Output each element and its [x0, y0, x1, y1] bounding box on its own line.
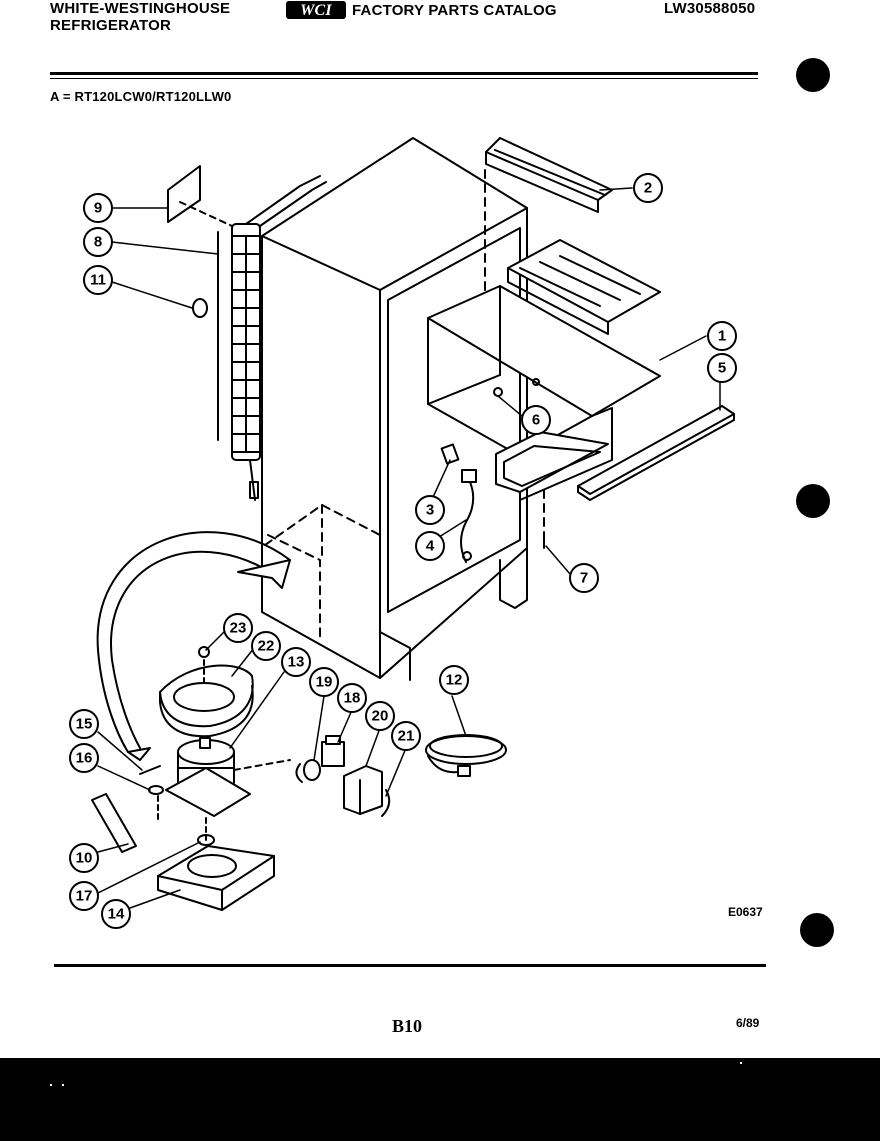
- svg-text:21: 21: [398, 728, 415, 745]
- callout-22[interactable]: 22: [251, 631, 281, 661]
- svg-text:22: 22: [258, 638, 275, 655]
- callout-14[interactable]: 14: [101, 899, 131, 929]
- revision-date: 6/89: [736, 1016, 760, 1030]
- svg-text:12: 12: [446, 672, 463, 689]
- svg-text:4: 4: [426, 538, 435, 555]
- relay-part-18: [321, 735, 345, 767]
- svg-text:23: 23: [230, 620, 247, 637]
- mounting-bar-part-10: [91, 793, 137, 853]
- model-line: A = RT120LCW0/RT120LLW0: [50, 89, 232, 104]
- callout-19[interactable]: 19: [309, 667, 339, 697]
- svg-text:17: 17: [76, 888, 93, 905]
- svg-text:2: 2: [644, 180, 652, 197]
- callout-9[interactable]: 9: [83, 193, 113, 223]
- binder-hole-middle: [796, 484, 830, 518]
- brand-name: WHITE-WESTINGHOUSE REFRIGERATOR: [50, 0, 230, 34]
- svg-text:WCI: WCI: [300, 2, 332, 19]
- header-rule-bottom: [50, 78, 758, 79]
- grommet-plate-part-22: [159, 646, 254, 738]
- base-pan-part-14: [157, 845, 275, 911]
- page-number: B10: [392, 1016, 423, 1036]
- condenser-coil: [217, 175, 327, 501]
- footer-rule: [54, 964, 766, 967]
- capacitor-part-20: [343, 765, 383, 815]
- svg-text:8: 8: [94, 234, 102, 251]
- svg-text:16: 16: [76, 750, 93, 767]
- callout-1[interactable]: 1: [707, 321, 737, 351]
- svg-text:6: 6: [532, 412, 540, 429]
- doc-number: LW30588050: [664, 0, 756, 17]
- hidden-lines: [264, 169, 545, 641]
- bracket-part-9: [167, 165, 233, 227]
- power-cord-part-12: [425, 734, 507, 777]
- callout-18[interactable]: 18: [337, 683, 367, 713]
- svg-text:9: 9: [94, 200, 102, 217]
- svg-text:14: 14: [108, 906, 125, 923]
- callout-5[interactable]: 5: [707, 353, 737, 383]
- shelf-rail-part-5: [577, 405, 735, 501]
- clip-part-15: [139, 765, 161, 775]
- callout-2[interactable]: 2: [633, 173, 663, 203]
- header-rule-top: [50, 72, 758, 75]
- wire-part-21: [381, 789, 391, 817]
- callout-23[interactable]: 23: [223, 613, 253, 643]
- svg-text:5: 5: [718, 360, 726, 377]
- freezer-evaporator: [427, 239, 661, 501]
- compressor-part-13: [157, 737, 291, 841]
- binder-hole-top: [796, 58, 830, 92]
- callout-17[interactable]: 17: [69, 881, 99, 911]
- svg-text:1: 1: [718, 328, 726, 345]
- svg-text:3: 3: [426, 502, 434, 519]
- callout-8[interactable]: 8: [83, 227, 113, 257]
- svg-text:15: 15: [76, 716, 93, 733]
- svg-text:13: 13: [288, 654, 305, 671]
- callout-7[interactable]: 7: [569, 563, 599, 593]
- callout-12[interactable]: 12: [439, 665, 469, 695]
- callout-13[interactable]: 13: [281, 647, 311, 677]
- svg-text:20: 20: [372, 708, 389, 725]
- cabinet-body: [261, 137, 528, 681]
- brand-line-1: WHITE-WESTINGHOUSE: [50, 0, 231, 17]
- clip-part-11: [192, 298, 208, 318]
- svg-text:18: 18: [344, 690, 361, 707]
- grommet-part-17: [197, 834, 215, 846]
- overload-part-19: [295, 759, 321, 783]
- callout-6[interactable]: 6: [521, 405, 551, 435]
- callout-11[interactable]: 11: [83, 265, 113, 295]
- washer-part-16: [148, 785, 164, 795]
- leader-lines: [95, 187, 721, 909]
- callout-10[interactable]: 10: [69, 843, 99, 873]
- callout-20[interactable]: 20: [365, 701, 395, 731]
- binder-hole-bottom: [800, 913, 834, 947]
- callout-3[interactable]: 3: [415, 495, 445, 525]
- brand-line-2: REFRIGERATOR: [50, 17, 172, 34]
- callout-16[interactable]: 16: [69, 743, 99, 773]
- catalog-header: WCI FACTORY PARTS CATALOG: [286, 0, 557, 20]
- compartment-arrow: [96, 531, 291, 761]
- svg-text:7: 7: [580, 570, 588, 587]
- svg-text:11: 11: [90, 272, 106, 289]
- callout-21[interactable]: 21: [391, 721, 421, 751]
- callout-15[interactable]: 15: [69, 709, 99, 739]
- callout-4[interactable]: 4: [415, 531, 445, 561]
- svg-text:10: 10: [76, 850, 93, 867]
- scan-border-strip: [0, 1058, 880, 1141]
- catalog-title: FACTORY PARTS CATALOG: [352, 1, 557, 19]
- svg-text:19: 19: [316, 674, 333, 691]
- wci-logo-icon: WCI: [286, 1, 346, 19]
- figure-code: E0637: [728, 905, 763, 919]
